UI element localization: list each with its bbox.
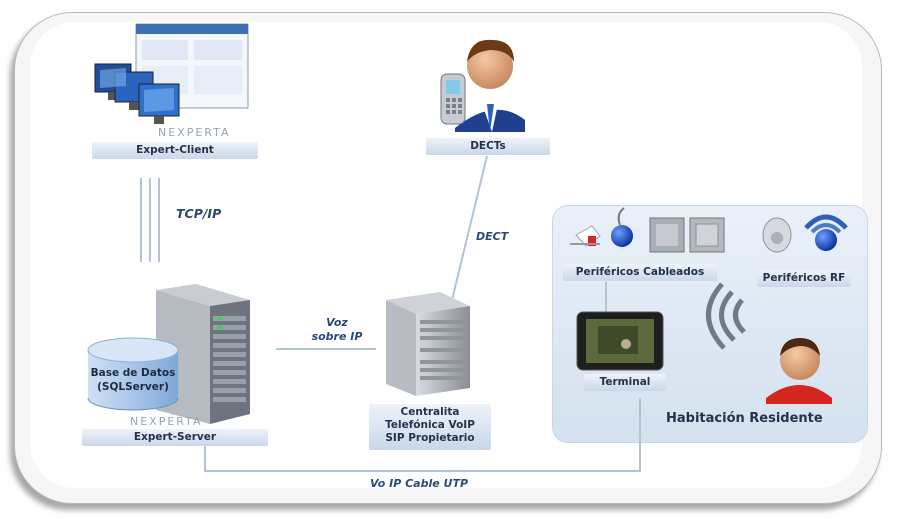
database-label-line2: (SQLServer) bbox=[97, 381, 169, 393]
label-habitacion-residente: Habitación Residente bbox=[666, 411, 823, 426]
tcp-ip-link bbox=[140, 178, 160, 262]
rf-peripherals-icons bbox=[762, 214, 848, 253]
database-icon bbox=[87, 337, 179, 411]
database-label-line1: Base de Datos bbox=[91, 367, 176, 379]
label-centralita: Centralita Telefónica VoIP SIP Propietar… bbox=[369, 404, 491, 450]
centralita-line1: Centralita bbox=[400, 406, 460, 418]
edge-label-voz-ip: Voz sobre IP bbox=[302, 316, 372, 344]
dect-link bbox=[451, 155, 488, 301]
label-dects: DECTs bbox=[426, 138, 550, 155]
logo-client: NEXPERTA bbox=[158, 126, 231, 139]
centralita-line3: SIP Propietario bbox=[385, 432, 475, 444]
wired-peripherals-icons bbox=[570, 207, 725, 253]
centralita-line2: Telefónica VoIP bbox=[385, 419, 475, 431]
edge-label-dect: DECT bbox=[476, 230, 509, 243]
pbx-server-icon bbox=[386, 292, 470, 396]
label-perifericos-cableados: Periféricos Cableados bbox=[563, 264, 717, 281]
client-monitors-icon bbox=[94, 23, 249, 124]
voz-ip-line1: Voz bbox=[326, 316, 348, 329]
label-perifericos-rf: Periféricos RF bbox=[757, 270, 851, 287]
label-expert-client: Expert-Client bbox=[92, 142, 258, 159]
server-tower-icon bbox=[156, 284, 250, 424]
logo-server: NEXPERTA bbox=[130, 415, 203, 428]
voz-ip-line2: sobre IP bbox=[311, 330, 363, 343]
edge-label-tcp-ip: TCP/IP bbox=[176, 206, 222, 221]
wireless-waves-icon bbox=[706, 282, 746, 350]
resident-person-icon bbox=[766, 338, 832, 404]
terminal-device-icon bbox=[576, 311, 664, 371]
label-expert-server: Expert-Server bbox=[82, 429, 268, 446]
label-terminal: Terminal bbox=[584, 374, 666, 391]
edge-label-vo-ip-cable: Vo IP Cable UTP bbox=[370, 477, 469, 490]
dect-user-icon bbox=[440, 39, 525, 132]
utp-cable-link bbox=[204, 398, 641, 472]
